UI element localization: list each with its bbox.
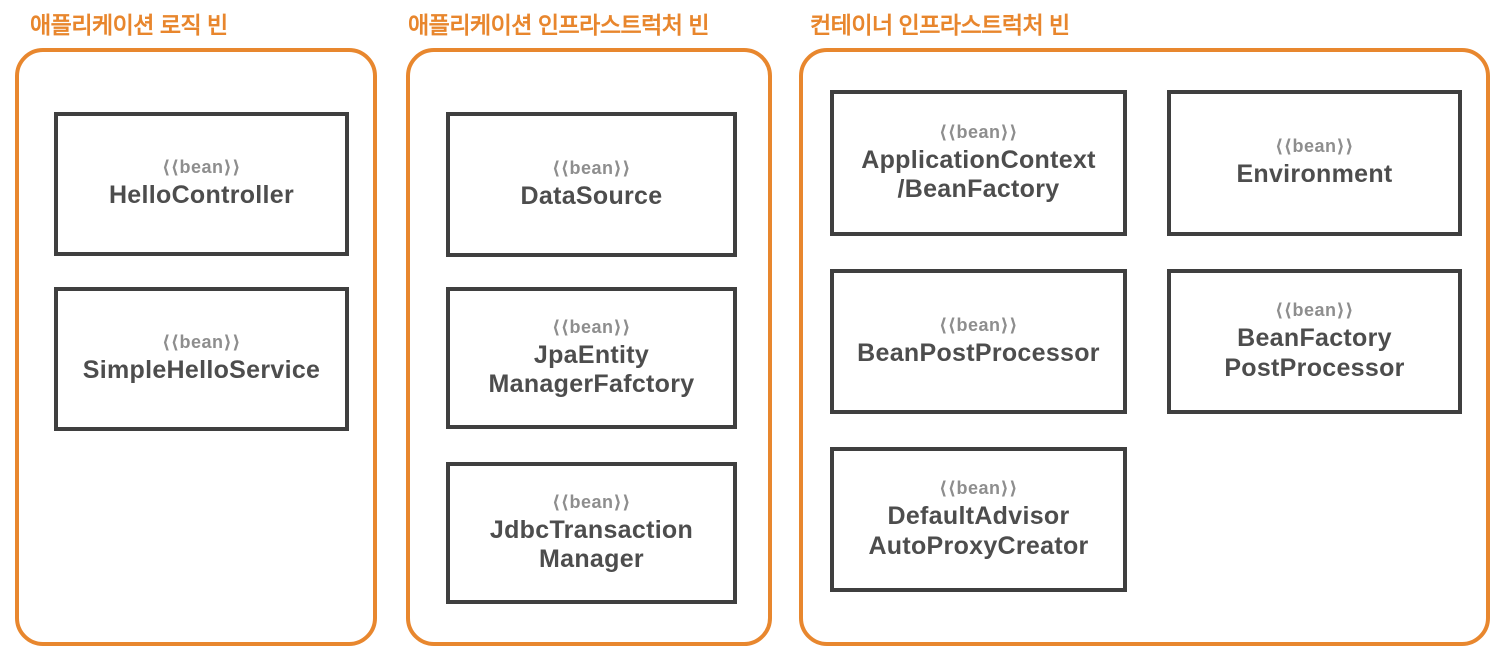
bean-name: BeanPostProcessor bbox=[857, 338, 1100, 367]
group-title-application-logic-beans: 애플리케이션 로직 빈 bbox=[30, 12, 228, 38]
bean-box-jdbctransactionmanager: ⟨⟨bean⟩⟩ JdbcTransaction Manager bbox=[446, 462, 737, 604]
bean-box-simplehelloservice: ⟨⟨bean⟩⟩ SimpleHelloService bbox=[54, 287, 349, 431]
bean-stereotype: ⟨⟨bean⟩⟩ bbox=[1275, 300, 1354, 320]
group-title-application-infrastructure-beans: 애플리케이션 인프라스트럭처 빈 bbox=[408, 12, 710, 38]
bean-box-environment: ⟨⟨bean⟩⟩ Environment bbox=[1167, 90, 1462, 236]
group-container-infrastructure-beans: ⟨⟨bean⟩⟩ ApplicationContext /BeanFactory… bbox=[799, 48, 1490, 646]
bean-name: BeanFactory PostProcessor bbox=[1224, 324, 1405, 382]
bean-name: JdbcTransaction Manager bbox=[489, 515, 694, 574]
group-title-container-infrastructure-beans: 컨테이너 인프라스트럭처 빈 bbox=[810, 12, 1070, 38]
bean-stereotype: ⟨⟨bean⟩⟩ bbox=[1275, 136, 1354, 157]
group-application-logic-beans: ⟨⟨bean⟩⟩ HelloController ⟨⟨bean⟩⟩ Simple… bbox=[15, 48, 377, 646]
bean-stereotype: ⟨⟨bean⟩⟩ bbox=[939, 121, 1018, 142]
bean-box-defaultadvisorautoproxycreator: ⟨⟨bean⟩⟩ DefaultAdvisor AutoProxyCreator bbox=[830, 447, 1127, 592]
bean-name: ApplicationContext /BeanFactory bbox=[861, 145, 1096, 204]
bean-box-beanpostprocessor: ⟨⟨bean⟩⟩ BeanPostProcessor bbox=[830, 269, 1127, 414]
bean-name: HelloController bbox=[108, 181, 295, 210]
bean-name: DataSource bbox=[520, 181, 663, 210]
bean-stereotype: ⟨⟨bean⟩⟩ bbox=[552, 491, 631, 512]
bean-box-applicationcontext-beanfactory: ⟨⟨bean⟩⟩ ApplicationContext /BeanFactory bbox=[830, 90, 1127, 236]
bean-box-beanfactorypostprocessor: ⟨⟨bean⟩⟩ BeanFactory PostProcessor bbox=[1167, 269, 1462, 414]
bean-name: Environment bbox=[1236, 160, 1393, 189]
bean-box-hellocontroller: ⟨⟨bean⟩⟩ HelloController bbox=[54, 112, 349, 256]
bean-name: JpaEntity ManagerFafctory bbox=[488, 340, 695, 399]
bean-stereotype: ⟨⟨bean⟩⟩ bbox=[162, 332, 241, 353]
bean-name: SimpleHelloService bbox=[82, 356, 321, 385]
bean-stereotype: ⟨⟨bean⟩⟩ bbox=[939, 314, 1018, 335]
bean-stereotype: ⟨⟨bean⟩⟩ bbox=[552, 157, 631, 178]
bean-name: DefaultAdvisor AutoProxyCreator bbox=[868, 502, 1089, 560]
bean-box-jpaentitymanagerfafctory: ⟨⟨bean⟩⟩ JpaEntity ManagerFafctory bbox=[446, 287, 737, 429]
group-application-infrastructure-beans: ⟨⟨bean⟩⟩ DataSource ⟨⟨bean⟩⟩ JpaEntity M… bbox=[406, 48, 772, 646]
bean-stereotype: ⟨⟨bean⟩⟩ bbox=[162, 157, 241, 178]
bean-box-datasource: ⟨⟨bean⟩⟩ DataSource bbox=[446, 112, 737, 257]
bean-stereotype: ⟨⟨bean⟩⟩ bbox=[939, 478, 1018, 498]
bean-stereotype: ⟨⟨bean⟩⟩ bbox=[552, 316, 631, 337]
